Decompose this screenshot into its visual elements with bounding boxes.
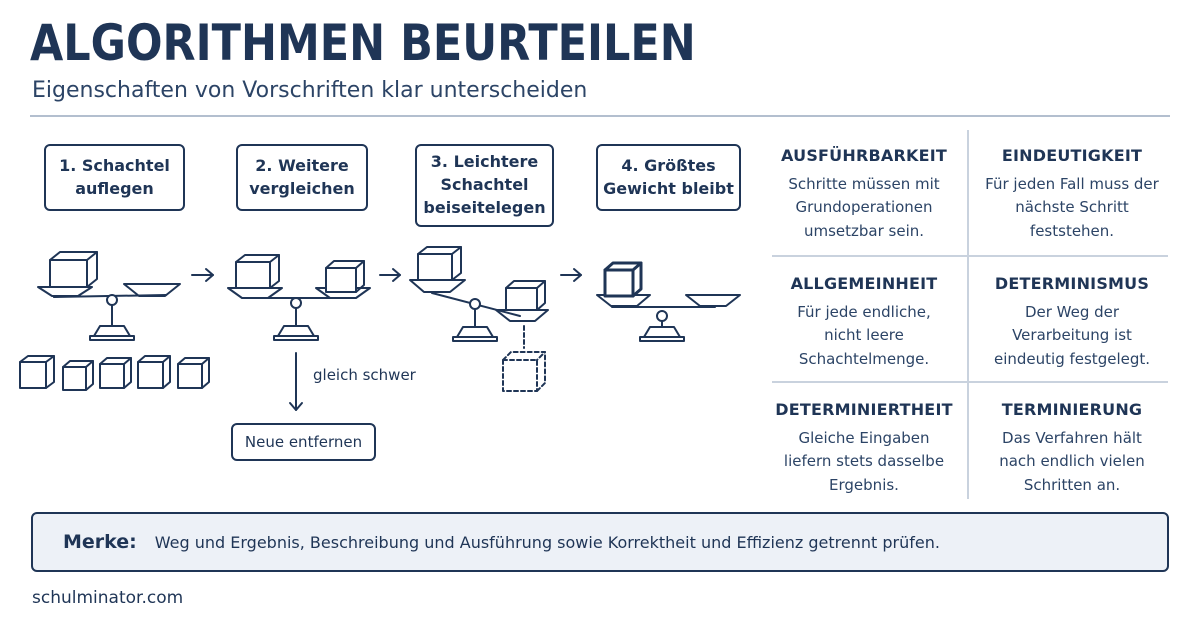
balance-diagram — [19, 246, 741, 411]
balance-scale-2-icon — [227, 287, 371, 341]
property-line: Schritten an. — [1023, 475, 1121, 494]
property-line: Der Weg der — [1024, 303, 1120, 321]
box-right-scale-2-icon — [325, 260, 365, 293]
footer-site: schulminator.com — [32, 588, 184, 608]
page-title: ALGORITHMEN BEURTEILEN — [30, 14, 696, 72]
arrow-right-icon-3 — [560, 268, 582, 282]
arrow-right-icon-1 — [191, 268, 214, 282]
merke-text: Weg und Ergebnis, Beschreibung und Ausfü… — [154, 532, 940, 552]
property-line: Ergebnis. — [829, 475, 899, 494]
property-line: Für jede endliche, — [797, 303, 931, 321]
property-title: AUSFÜHRBARKEIT — [781, 146, 947, 165]
equal-weight-label: gleich schwer — [313, 366, 416, 384]
property-title: ALLGEMEINHEIT — [790, 274, 938, 293]
arrow-down-icon — [289, 352, 303, 411]
grid-vertical-divider — [967, 130, 969, 499]
box-left-scale-2-icon — [235, 254, 280, 289]
step-2-line-1: 2. Weitere — [255, 155, 349, 175]
grid-divider-1 — [772, 255, 1168, 257]
remove-new-box: Neue entfernen — [231, 423, 376, 461]
merke-label: Merke: — [63, 531, 137, 553]
step-2-line-2: vergleichen — [249, 178, 355, 198]
property-title: DETERMINISMUS — [994, 274, 1150, 293]
property-line: nächste Schritt — [1015, 198, 1129, 217]
property-terminierung: TERMINIERUNG Das Verfahren hält nach endl… — [974, 400, 1170, 497]
box-row-icon — [19, 355, 210, 391]
page-subtitle: Eigenschaften von Vorschriften klar unte… — [32, 78, 588, 103]
step-1-line-2: auflegen — [75, 178, 154, 198]
step-4-line-1: 4. Größtes — [621, 155, 716, 175]
step-3-line-2: Schachtel — [440, 175, 529, 195]
step-4-line-2: Gewicht bleibt — [603, 178, 734, 198]
property-allgemeinheit: ALLGEMEINHEIT Für jede endliche, nicht le… — [766, 274, 962, 371]
merke-box: Merke: Weg und Ergebnis, Beschreibung un… — [31, 512, 1169, 572]
box-right-scale-3-icon — [505, 280, 546, 311]
step-2-box: 2. Weitere vergleichen — [236, 144, 368, 211]
balance-scale-1-icon — [37, 283, 181, 341]
arrow-right-icon-2 — [379, 268, 401, 282]
balance-scale-4-icon — [596, 294, 741, 342]
property-line: eindeutig festgelegt. — [993, 349, 1151, 368]
property-line: liefern stets dasselbe — [783, 452, 945, 471]
grid-divider-2 — [772, 381, 1168, 383]
property-eindeutigkeit: EINDEUTIGKEIT Für jeden Fall muss der näc… — [974, 146, 1170, 243]
property-line: feststehen. — [1029, 221, 1115, 240]
property-title: TERMINIERUNG — [1001, 400, 1143, 419]
property-title: EINDEUTIGKEIT — [1001, 146, 1143, 165]
property-determiniertheit: DETERMINIERTHEIT Gleiche Eingaben liefern… — [766, 400, 962, 497]
header-divider — [30, 115, 1170, 117]
property-line: Das Verfahren hält — [1002, 429, 1142, 447]
property-line: umsetzbar sein. — [803, 221, 925, 240]
property-line: Verarbeitung ist — [1012, 326, 1132, 345]
property-line: Schachtelmenge. — [798, 349, 930, 368]
property-line: Schritte müssen mit — [788, 175, 940, 193]
step-3-line-3: beiseitelegen — [423, 197, 546, 217]
property-title: DETERMINIERTHEIT — [775, 400, 953, 419]
step-3-line-1: 3. Leichtere — [430, 152, 539, 172]
box-left-scale-3-icon — [417, 246, 462, 281]
property-line: nach endlich vielen — [999, 452, 1145, 471]
heaviest-box-icon — [603, 261, 643, 298]
property-line: nicht leere — [824, 326, 904, 345]
property-line: Für jeden Fall muss der — [985, 175, 1159, 193]
step-1-box: 1. Schachtel auflegen — [44, 144, 185, 211]
box-on-scale-1-icon — [49, 251, 98, 288]
property-line: Gleiche Eingaben — [798, 429, 930, 447]
property-line: Grundoperationen — [795, 198, 933, 217]
step-1-line-1: 1. Schachtel — [59, 155, 170, 175]
dashed-box-icon — [502, 325, 546, 392]
